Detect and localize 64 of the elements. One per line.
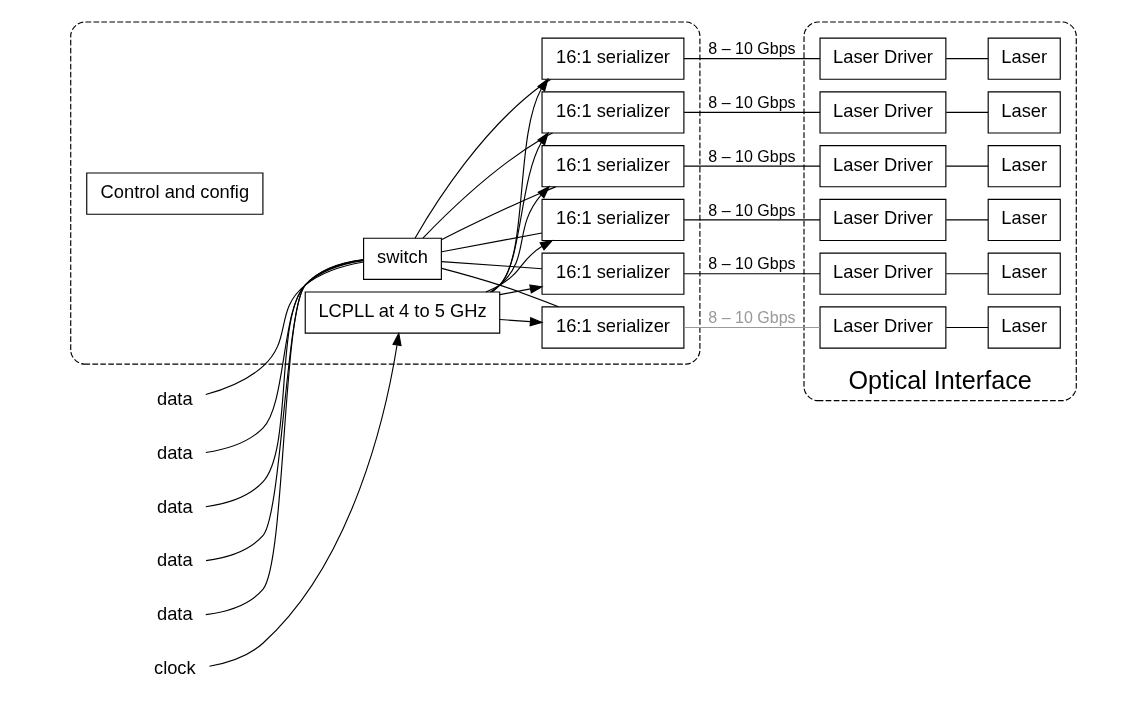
node-box: Laser (987, 198, 1061, 242)
edge-label: 8 – 10 Gbps (707, 201, 796, 219)
connector (204, 259, 364, 508)
node-box: Laser Driver (818, 145, 946, 188)
node-box: 16:1 serializer (540, 306, 684, 349)
node-box: LCPLL at 4 to 5 GHz (304, 291, 500, 334)
node-box: 16:1 serializer (540, 37, 684, 80)
connector (683, 219, 821, 221)
connector (945, 111, 989, 113)
edge-label: 8 – 10 Gbps (707, 94, 796, 112)
node-box: Laser (987, 91, 1061, 134)
node-text: data (156, 603, 193, 625)
node-box: Laser (987, 306, 1061, 349)
node-box: Control and config (85, 172, 263, 215)
node-box: switch (362, 237, 442, 280)
edge-label: 8 – 10 Gbps (707, 309, 796, 327)
connector (204, 260, 364, 454)
node-box: Laser (987, 37, 1061, 80)
node-box: Laser (987, 145, 1061, 188)
connector (683, 326, 821, 329)
node-box: 16:1 serializer (540, 198, 684, 242)
node-box: Laser (987, 252, 1061, 295)
arrow (490, 131, 549, 293)
node-box: 16:1 serializer (540, 145, 684, 188)
connector (945, 219, 989, 221)
node-text: data (156, 388, 193, 410)
node-text: data (156, 495, 193, 517)
edge-label: 8 – 10 Gbps (707, 147, 796, 165)
arrow (484, 239, 554, 293)
node-text: clock (153, 656, 196, 678)
connector (945, 273, 989, 275)
node-box: Laser Driver (818, 91, 946, 134)
connector (204, 261, 364, 396)
node-box: Laser Driver (818, 198, 946, 242)
connector (440, 232, 542, 253)
node-text: data (156, 441, 193, 463)
connector (945, 58, 989, 60)
connector (413, 78, 551, 239)
connector (440, 186, 556, 241)
connector (204, 259, 364, 562)
node-box: 16:1 serializer (540, 252, 684, 295)
arrow (491, 77, 549, 293)
node-box: Laser Driver (818, 252, 946, 295)
connector (683, 165, 821, 167)
connector (683, 58, 821, 60)
edge-label: 8 – 10 Gbps (707, 40, 796, 58)
arrow (208, 331, 402, 667)
connector (945, 165, 989, 167)
node-box: 16:1 serializer (540, 91, 684, 134)
edge-label: 8 – 10 Gbps (707, 255, 796, 273)
node-text: data (156, 549, 193, 571)
cluster (69, 21, 700, 365)
connector (204, 259, 364, 616)
connector (683, 273, 821, 275)
connector (440, 261, 542, 270)
connector (440, 267, 559, 308)
arrow (489, 185, 550, 293)
connector (421, 132, 553, 239)
connector (683, 111, 821, 113)
node-box: Laser Driver (818, 37, 946, 80)
node-box: Laser Driver (818, 306, 946, 349)
arrow (498, 316, 544, 327)
arrow (498, 284, 544, 296)
connector (945, 326, 989, 329)
